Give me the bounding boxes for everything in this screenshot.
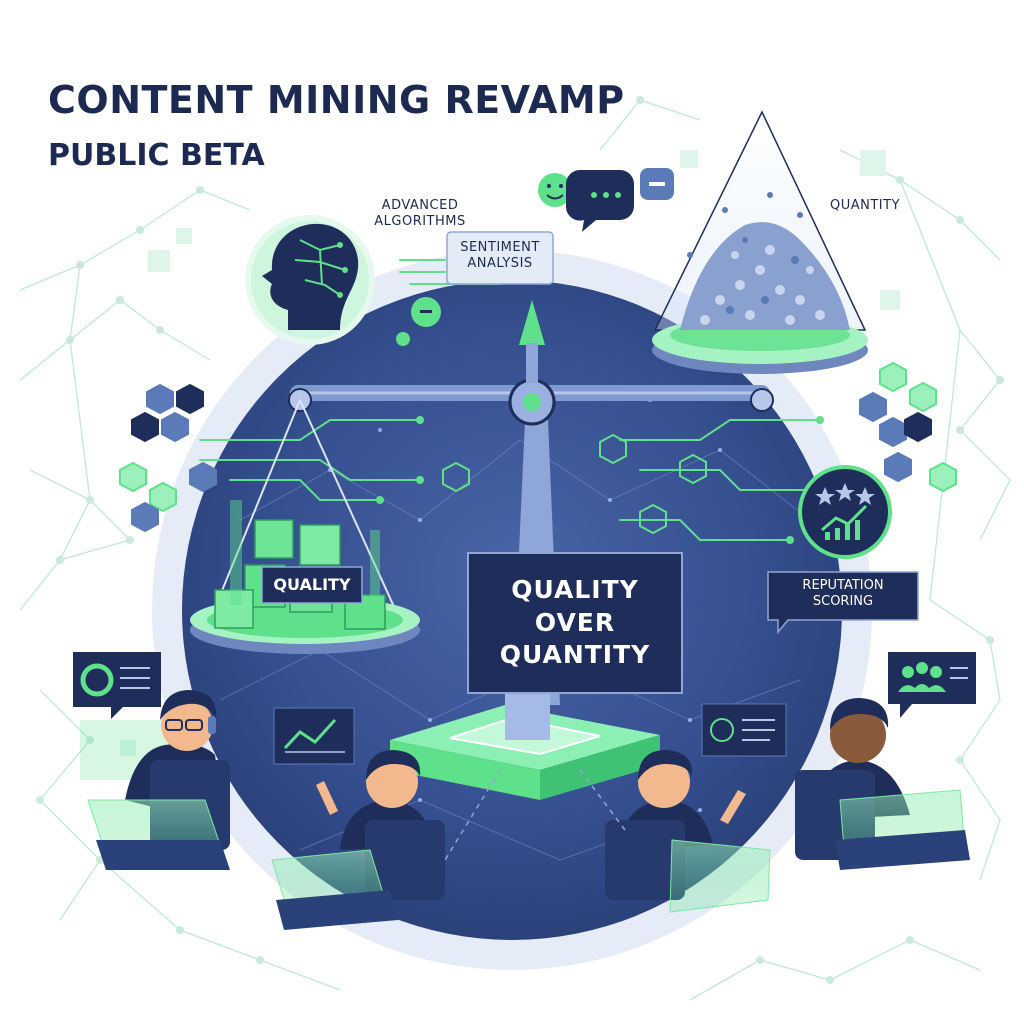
quantity-pan [652,110,868,374]
hexagons-left [119,383,470,533]
quality-pan [190,399,420,654]
decor-squares [120,150,900,756]
sentiment-analysis-label: SENTIMENT ANALYSIS [460,240,540,272]
reputation-bubble [767,571,919,635]
network-nodes [36,96,1004,984]
person-1 [80,690,230,870]
community-icon [888,652,976,718]
chart-panel-left [73,652,161,719]
document-panel [701,703,787,757]
quantity-label: QUANTITY [829,198,901,213]
sentiment-bubble [446,231,554,285]
quality-tag: QUALITY [273,575,351,594]
ai-brain-icon [245,215,375,345]
person-2 [271,750,445,930]
page-title: CONTENT MINING REVAMP [48,78,625,122]
quality-over-quantity-banner: QUALITY OVER QUANTITY [467,552,683,694]
person-4 [795,698,970,870]
advanced-algorithms-label: ADVANCED ALGORITHMS [374,198,466,230]
person-3 [605,750,771,913]
emoji-chat-icon [411,168,674,327]
hexagons-right [599,361,957,535]
star-rating-chart-icon [798,465,892,559]
page-subtitle: PUBLIC BETA [48,138,265,173]
quality-tag-bg [261,566,363,604]
growth-panel [273,707,355,765]
reputation-scoring-label: REPUTATION SCORING [802,578,884,609]
connector-lines [444,769,626,861]
